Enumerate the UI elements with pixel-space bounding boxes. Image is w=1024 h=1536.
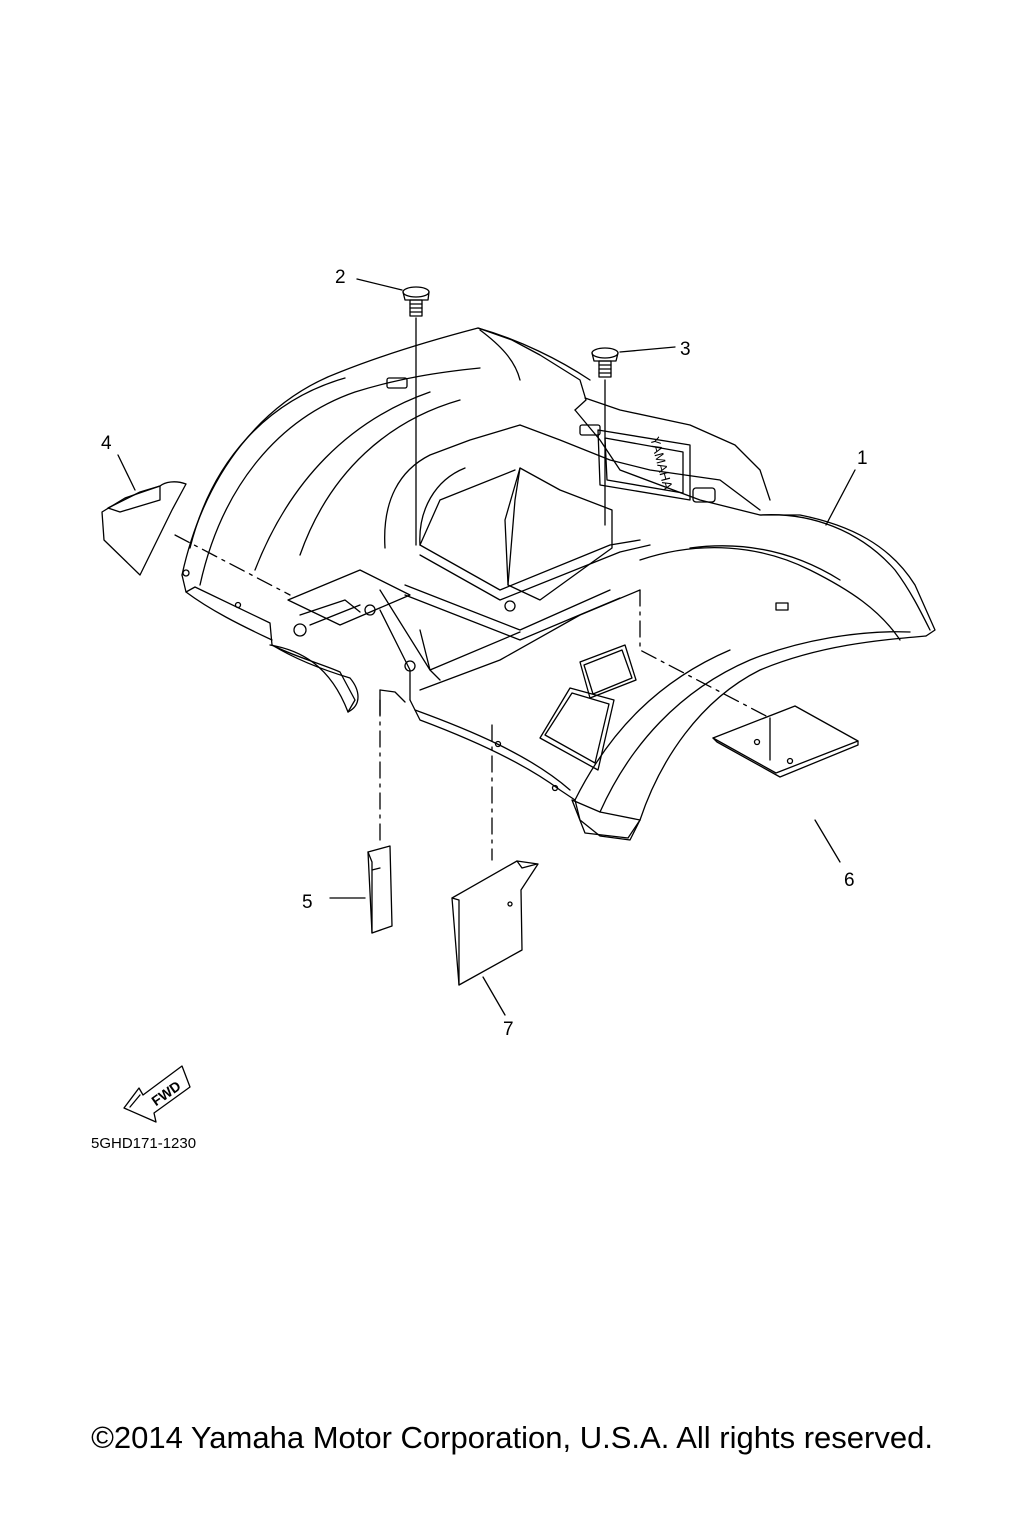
callout-part-2: 2 [335, 267, 346, 288]
diagram-code: 5GHD171-1230 [91, 1135, 197, 1152]
rear-fender-part-1: YAMAHA [182, 328, 935, 840]
leader-part-1 [826, 470, 855, 525]
callout-part-7: 7 [503, 1019, 514, 1040]
bolt-part-2 [357, 279, 429, 545]
fwd-arrow-icon: FWD [124, 1066, 190, 1122]
bolt-part-3 [592, 347, 675, 525]
plate-part-7 [452, 725, 538, 1015]
callout-part-6: 6 [844, 870, 855, 891]
copyright-notice: ©2014 Yamaha Motor Corporation, U.S.A. A… [91, 1420, 933, 1455]
callout-part-1: 1 [857, 448, 868, 469]
callout-part-5: 5 [302, 892, 313, 913]
plate-part-6 [640, 590, 858, 862]
spacer-part-5 [330, 700, 392, 933]
callout-part-3: 3 [680, 339, 691, 360]
cover-part-4 [102, 455, 290, 595]
callout-part-4: 4 [101, 433, 112, 454]
fender-logo-text: YAMAHA [647, 435, 676, 491]
